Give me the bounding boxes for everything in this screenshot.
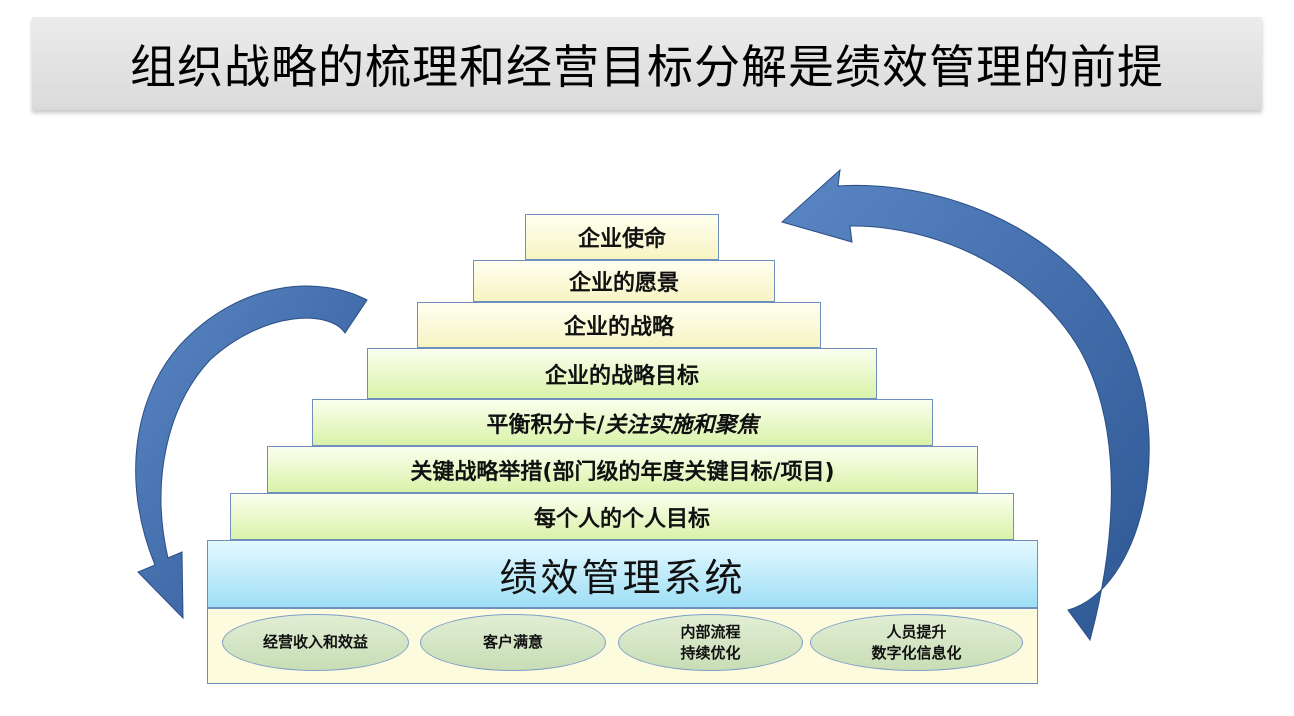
foundation-item-customer: 客户满意: [420, 614, 606, 671]
foundation-item-people: 人员提升 数字化信息化: [810, 614, 1023, 671]
pyramid-tier-individual-goals: 每个人的个人目标: [230, 493, 1014, 540]
pyramid-tier-strategy: 企业的战略: [417, 302, 821, 348]
foundation-item-process: 内部流程 持续优化: [618, 614, 803, 671]
right-curved-arrow-icon: [780, 168, 1150, 642]
pyramid-tier-mission: 企业使命: [525, 214, 719, 260]
pyramid-tier-balanced-scorecard: 平衡积分卡/关注实施和聚焦: [312, 399, 933, 446]
page-title: 组织战略的梳理和经营目标分解是绩效管理的前提: [130, 39, 1164, 94]
foundation-item-revenue: 经营收入和效益: [222, 614, 409, 671]
pyramid-tier-strategic-goals: 企业的战略目标: [367, 348, 877, 399]
title-bar: 组织战略的梳理和经营目标分解是绩效管理的前提: [32, 17, 1262, 110]
pyramid-tier-vision: 企业的愿景: [473, 260, 775, 302]
performance-management-system: 绩效管理系统: [207, 540, 1038, 608]
pyramid-tier-key-initiatives: 关键战略举措(部门级的年度关键目标/项目): [267, 446, 978, 493]
left-curved-arrow-icon: [135, 285, 368, 620]
